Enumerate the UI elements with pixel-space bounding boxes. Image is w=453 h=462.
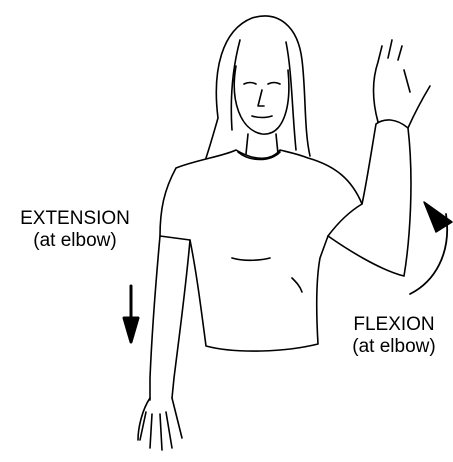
nose [258,90,264,106]
flexion-label: FLEXION (at elbow) [335,314,453,358]
raised-arm [328,120,411,276]
raised-hand [374,40,431,128]
face [234,66,289,134]
hanging-hand [138,398,182,450]
shirt-folds [232,258,302,292]
flexion-title: FLEXION [335,314,453,336]
down-arrow-icon [124,286,138,342]
mouth [252,116,272,118]
hanging-arm [150,236,190,400]
extension-title: EXTENSION [0,208,150,230]
hair [206,16,310,158]
eyes [244,83,280,85]
extension-label: EXTENSION (at elbow) [0,208,150,252]
flexion-note: (at elbow) [335,336,453,358]
shirt [160,150,362,351]
neck [246,134,278,154]
extension-note: (at elbow) [0,230,150,252]
